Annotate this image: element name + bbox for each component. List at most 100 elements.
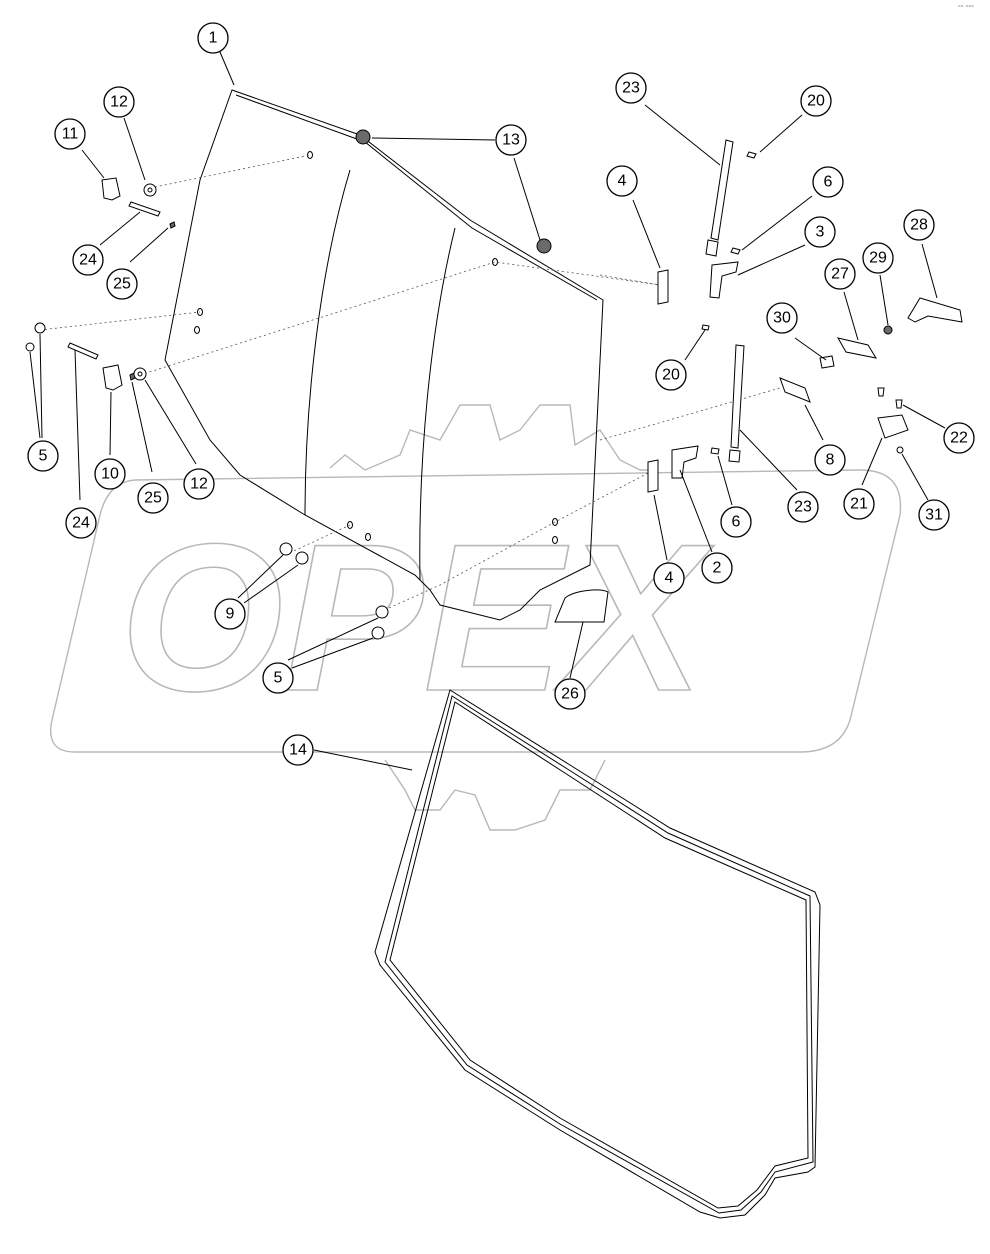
watermark-plate-outline <box>50 469 902 753</box>
glass-hole <box>365 533 371 541</box>
assembly-line <box>599 387 781 441</box>
callout-13: 13 <box>495 124 527 156</box>
callout-label: 30 <box>773 310 791 327</box>
leader-line <box>741 195 813 251</box>
callout-label: 4 <box>618 173 627 190</box>
leader-line <box>291 637 374 669</box>
callout-14: 14 <box>282 734 314 766</box>
callout-label: 20 <box>807 93 825 110</box>
callout-label: 25 <box>144 490 162 507</box>
seal-inner-edge <box>389 701 809 1209</box>
callout-24: 24 <box>72 244 104 276</box>
assembly-line <box>379 471 651 613</box>
callout-22: 22 <box>943 422 975 454</box>
hinge-part-10 <box>102 364 123 391</box>
glass-hole <box>492 258 498 266</box>
bushing-30 <box>819 355 835 369</box>
callout-label: 12 <box>110 94 128 111</box>
leader-line <box>109 391 112 456</box>
handle-28 <box>907 297 963 323</box>
callout-label: 3 <box>816 224 825 241</box>
pin-20-top <box>746 151 757 159</box>
washer-12-left-hole <box>137 371 143 377</box>
callout-label: 11 <box>62 126 79 143</box>
assembly-line <box>284 524 351 556</box>
callout-label: 20 <box>662 367 680 384</box>
callout-27: 27 <box>824 258 856 290</box>
pin-24-left <box>67 342 99 360</box>
pin-24-top <box>128 201 161 217</box>
bracket-2 <box>671 445 699 479</box>
callout-label: 9 <box>226 606 235 623</box>
callout-25: 25 <box>137 482 169 514</box>
leader-line <box>632 199 661 269</box>
callout-label: 24 <box>72 515 90 532</box>
callout-label: 8 <box>826 452 835 469</box>
callout-8: 8 <box>814 444 846 476</box>
leader-line <box>921 243 938 299</box>
callout-10: 10 <box>94 458 126 490</box>
callout-label: 25 <box>113 276 131 293</box>
leader-line <box>74 349 81 501</box>
assembly-line <box>39 311 201 331</box>
hardware-parts <box>25 129 963 640</box>
callout-label: 1 <box>209 30 218 47</box>
callout-4: 4 <box>653 562 685 594</box>
callout-label: 26 <box>561 686 579 703</box>
leader-line <box>513 157 541 241</box>
glass-hole <box>307 151 313 159</box>
leader-line <box>879 274 889 326</box>
leader-line <box>739 429 798 491</box>
callout-29: 29 <box>862 242 894 274</box>
callout-label: 28 <box>910 217 928 234</box>
gas-strut-23-bottom-end <box>728 449 741 463</box>
watermark-gear-outline <box>329 404 650 831</box>
screw-22 <box>895 399 903 409</box>
callout-25: 25 <box>106 268 138 300</box>
callout-20: 20 <box>655 359 687 391</box>
nut-5-bottom-b <box>371 626 385 640</box>
nut-5-left <box>34 322 46 334</box>
callout-12: 12 <box>183 468 215 500</box>
callout-label: 2 <box>713 560 722 577</box>
leader-line <box>653 494 668 561</box>
assembly-lines <box>39 154 781 613</box>
glass-panel-outline <box>164 89 604 621</box>
pin-20-mid <box>701 324 710 331</box>
leader-line <box>219 51 235 86</box>
callout-26: 26 <box>554 678 586 710</box>
plate-8 <box>779 377 811 403</box>
callout-label: 5 <box>274 670 283 687</box>
callout-12: 12 <box>103 86 135 118</box>
glass-panel <box>164 89 604 621</box>
leader-line <box>131 381 153 473</box>
callout-9: 9 <box>214 598 246 630</box>
seal-14 <box>374 689 821 1219</box>
cover-26 <box>554 589 609 623</box>
callout-label: 23 <box>622 80 640 97</box>
callouts: 1 12 11 24 25 13 5 10 25 12 24 9 5 23 20… <box>27 22 975 766</box>
watermark-logo: OPEX <box>50 404 902 831</box>
leader-line <box>243 564 299 604</box>
glass-hole <box>552 536 558 544</box>
assembly-line <box>139 261 661 376</box>
callout-label: 27 <box>831 266 849 283</box>
leader-line <box>644 104 721 166</box>
callout-5: 5 <box>262 662 294 694</box>
gas-strut-23-top-end <box>705 239 719 257</box>
callout-label: 5 <box>39 448 48 465</box>
nut-9-b <box>295 551 309 565</box>
gas-strut-23-bottom <box>730 344 745 449</box>
assembly-line <box>149 154 311 189</box>
glass-panel-top-edge <box>235 94 598 301</box>
callout-label: 6 <box>732 514 741 531</box>
leader-line <box>287 617 379 661</box>
seal-outer-edge <box>374 689 821 1219</box>
leader-line <box>759 114 803 153</box>
latch-27 <box>836 337 878 359</box>
callout-4: 4 <box>606 165 638 197</box>
callout-5: 5 <box>27 440 59 472</box>
callout-label: 31 <box>925 507 943 524</box>
nut-5-left-2 <box>25 342 35 352</box>
